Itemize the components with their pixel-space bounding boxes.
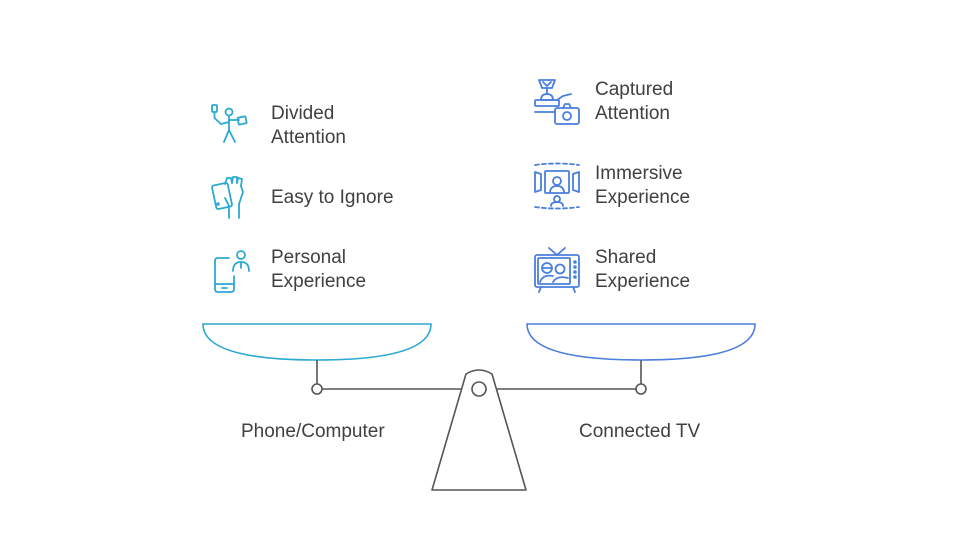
immersive-viewer-icon xyxy=(533,162,581,210)
left-item-label: Divided Attention xyxy=(271,103,346,148)
trophy-camera-icon xyxy=(533,78,581,126)
right-joint xyxy=(635,383,647,395)
right-side-label: Connected TV xyxy=(579,421,701,442)
right-pan xyxy=(526,323,756,361)
left-pan xyxy=(202,323,432,361)
left-item-personal-experience: Personal Experience xyxy=(209,246,366,294)
left-item-easy-to-ignore: Easy to Ignore xyxy=(209,174,394,222)
left-item-label: Easy to Ignore xyxy=(271,187,394,208)
juggling-person-icon xyxy=(209,102,257,150)
left-joint xyxy=(311,383,323,395)
left-item-divided-attention: Divided Attention xyxy=(209,102,346,150)
right-item-label: Shared Experience xyxy=(595,247,691,292)
left-side-label: Phone/Computer xyxy=(241,421,385,442)
phone-with-person-icon xyxy=(209,246,257,294)
right-item-label: Captured Attention xyxy=(595,79,674,124)
right-item-captured-attention: Captured Attention xyxy=(533,78,673,126)
right-item-shared-experience: Shared Experience xyxy=(533,246,690,294)
hand-holding-phone-icon xyxy=(209,174,257,222)
pivot-joint xyxy=(471,381,487,397)
right-item-immersive-experience: Immersive Experience xyxy=(533,162,690,210)
right-item-label: Immersive Experience xyxy=(595,163,691,208)
scale-fulcrum xyxy=(431,369,527,491)
left-item-label: Personal Experience xyxy=(271,247,367,292)
tv-with-people-icon xyxy=(533,246,581,294)
